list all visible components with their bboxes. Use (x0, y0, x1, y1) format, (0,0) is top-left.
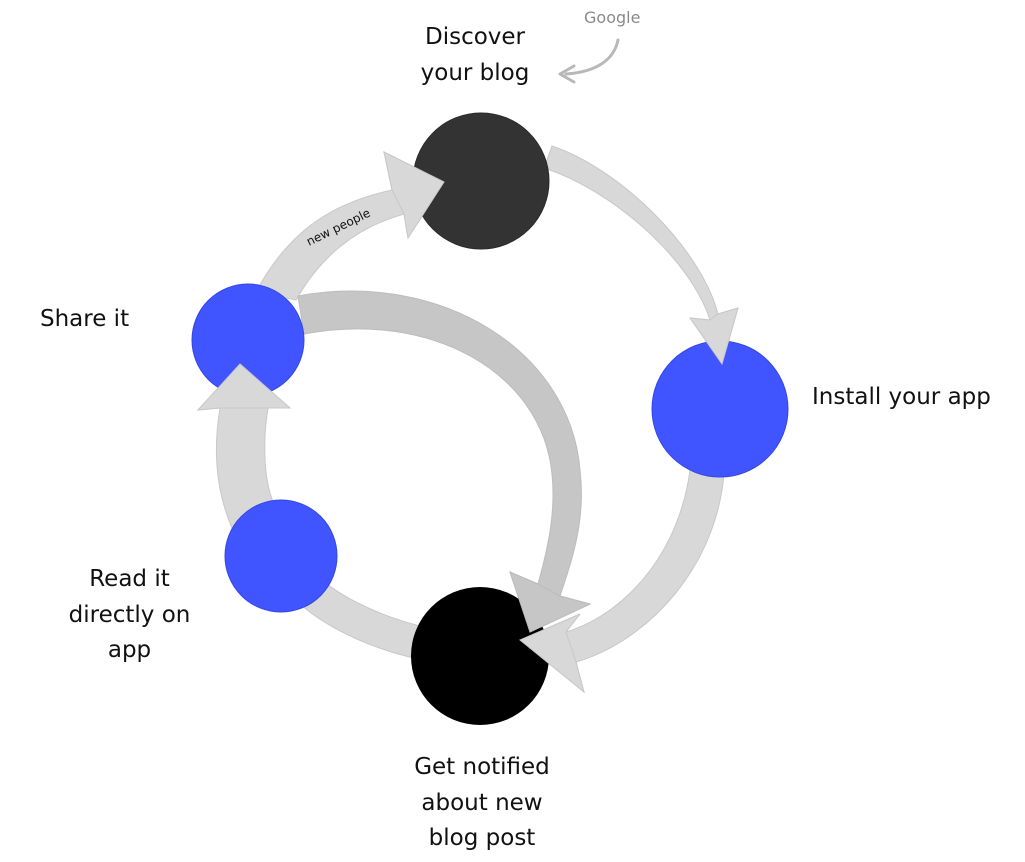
label-discover: Discover your blog (420, 24, 530, 86)
inner-arrowhead-into-notified (509, 571, 592, 633)
label-google: Google (584, 8, 641, 27)
arrowhead-into-install (688, 307, 739, 366)
label-read: Read it directly on app (68, 566, 191, 664)
label-notified: Get notified about new blog post (414, 754, 550, 852)
arrowhead-into-notified (519, 613, 585, 694)
arrow-share-to-notified (297, 290, 592, 633)
node-read (224, 499, 338, 613)
label-install: Install your app (812, 384, 991, 410)
node-notified (411, 587, 549, 725)
google-hint-arrowhead (558, 64, 576, 84)
arrowhead-into-discover (383, 151, 445, 240)
arrowhead-into-share-visible (196, 363, 292, 411)
google-hint-arrow (564, 38, 620, 76)
label-share: Share it (40, 306, 130, 332)
